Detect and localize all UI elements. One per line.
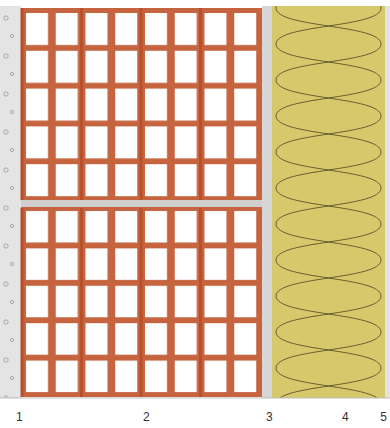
callout-number: 2 <box>143 410 150 424</box>
callout-number: 5 <box>380 410 387 424</box>
callout-number: 3 <box>266 410 273 424</box>
callout-number: 1 <box>16 410 23 424</box>
callout-number: 4 <box>342 410 349 424</box>
